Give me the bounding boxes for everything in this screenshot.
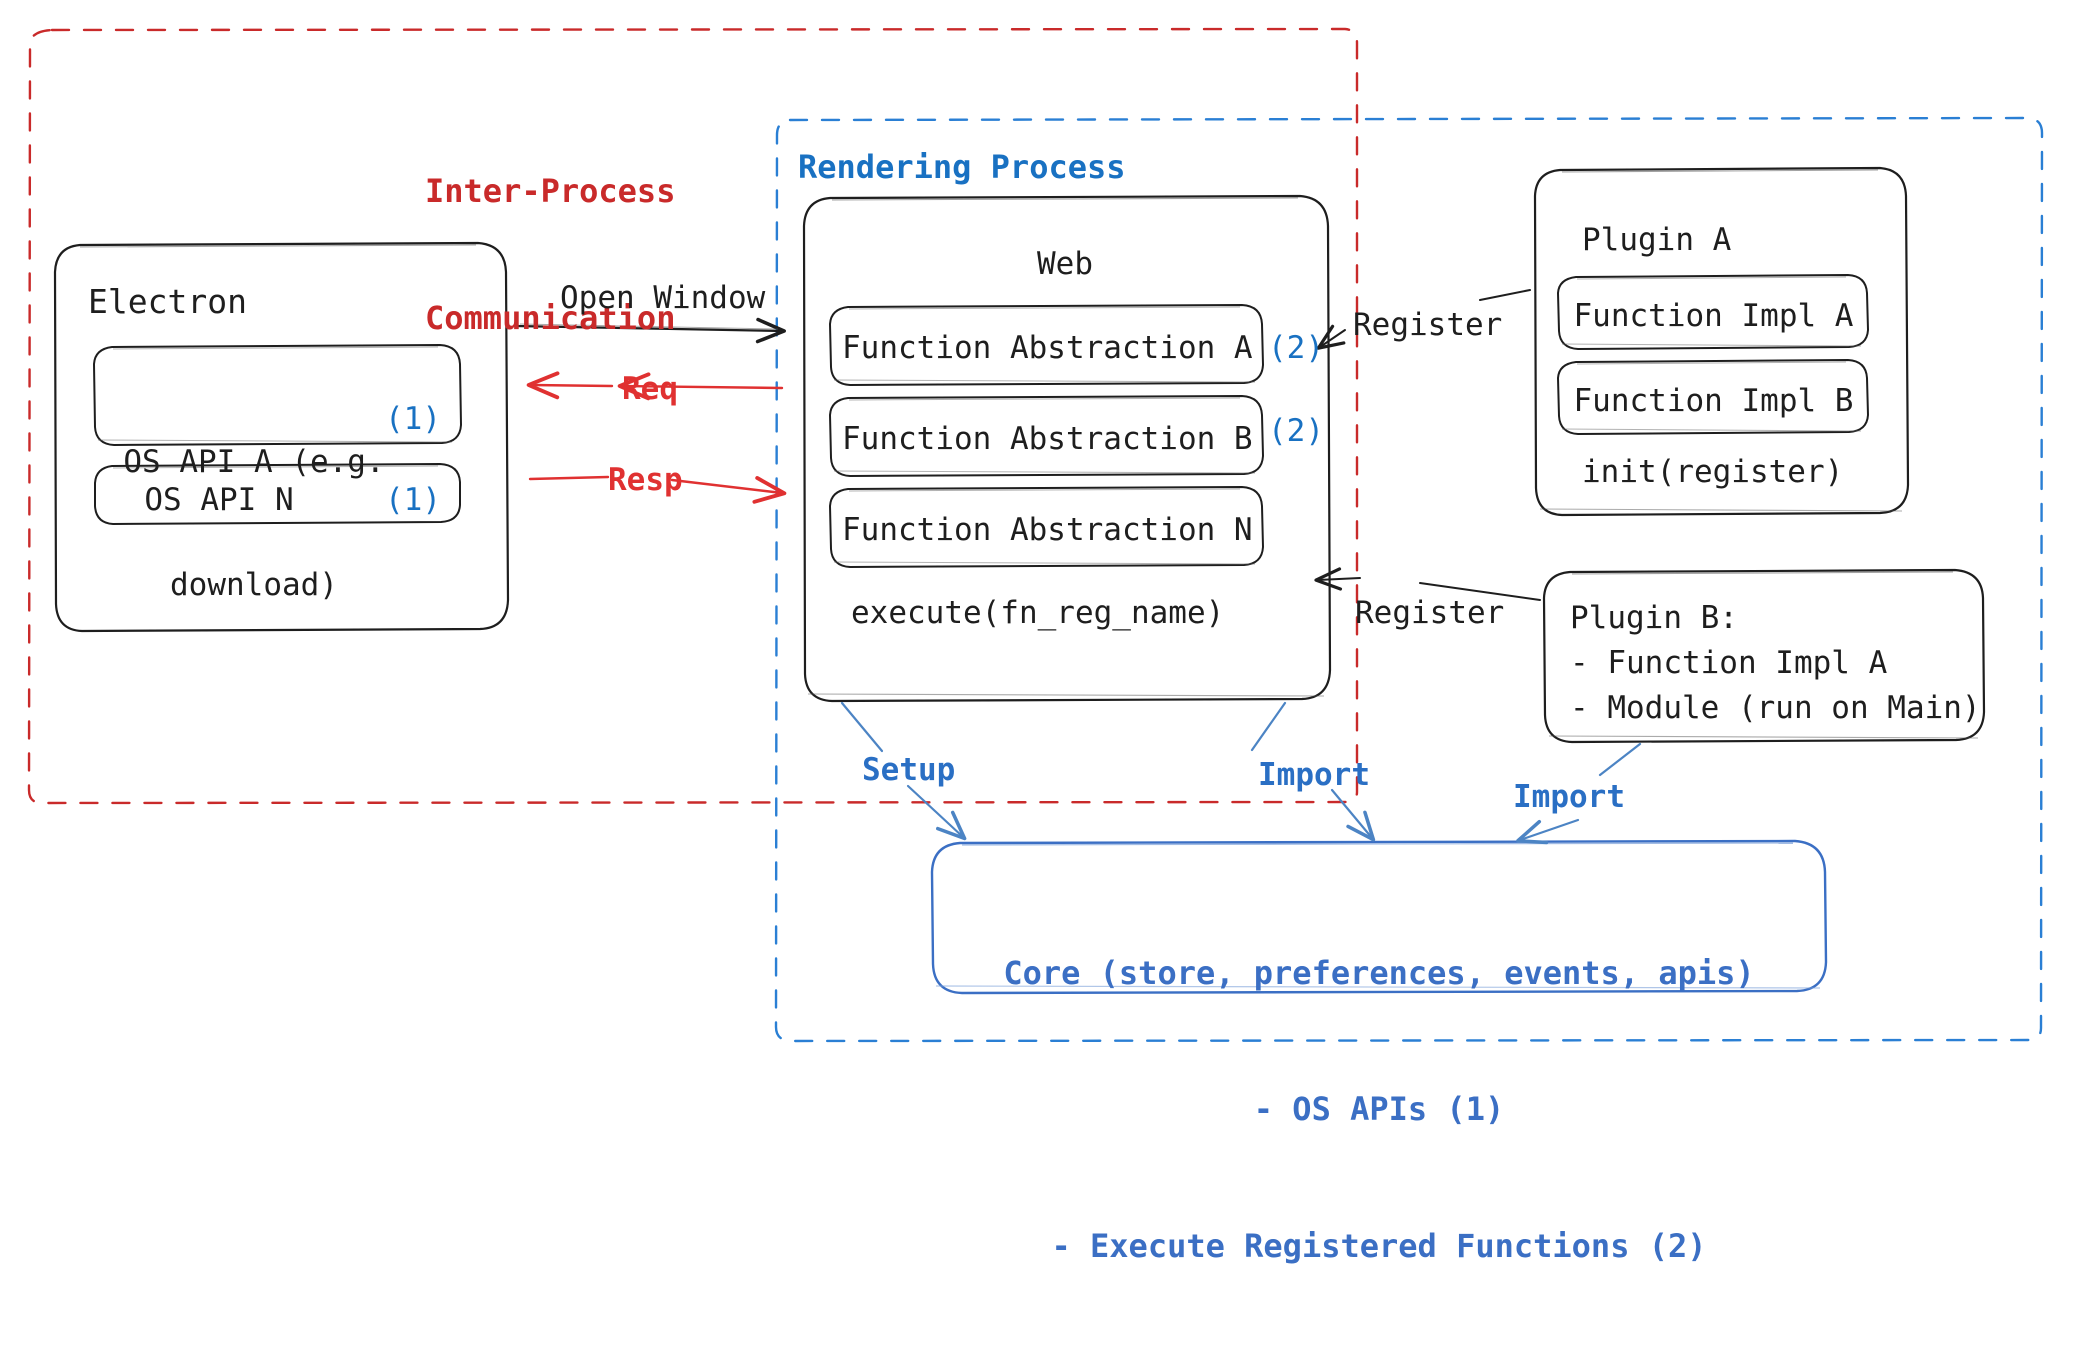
function-abstraction-b-box: [829, 395, 1264, 477]
os-api-n-badge: (1): [385, 482, 441, 518]
core-content: Core (store, preferences, events, apis) …: [936, 860, 1822, 1360]
function-abstraction-b-label: Function Abstraction B: [842, 421, 1253, 457]
function-abstraction-n-label: Function Abstraction N: [842, 512, 1253, 548]
function-abstraction-a-badge: (2): [1268, 330, 1324, 366]
ipc-label-line-2: Communication: [425, 299, 676, 338]
function-abstraction-a-label: Function Abstraction A: [842, 330, 1253, 366]
os-api-a-label: OS API A (e.g. download): [104, 360, 404, 687]
electron-title: Electron: [88, 282, 247, 321]
function-impl-a-label: Function Impl A: [1573, 298, 1854, 334]
os-api-a-line-2: download): [170, 566, 338, 603]
edge-label-register-b: Register: [1355, 595, 1505, 631]
edge-label-resp: Resp: [608, 462, 683, 498]
edge-resp: [528, 475, 787, 504]
diagram-vector-layer: [27, 27, 2044, 1043]
edge-label-open-window: Open Window: [560, 280, 766, 316]
plugin-a-init-label: init(register): [1582, 454, 1844, 490]
os-api-n-box: [94, 463, 461, 525]
function-abstraction-b-badge: (2): [1268, 413, 1324, 449]
core-box: [930, 839, 1828, 995]
edge-label-import-web: Import: [1258, 757, 1370, 793]
plugin-b-title: Plugin B:: [1570, 600, 1738, 636]
edge-setup: [840, 701, 967, 841]
function-abstraction-a-box: [829, 304, 1264, 386]
edge-label-register-a: Register: [1353, 307, 1503, 343]
core-line-1: Core (store, preferences, events, apis): [1003, 953, 1755, 992]
os-api-n-label: OS API N: [144, 482, 294, 518]
plugin-a-title: Plugin A: [1582, 222, 1732, 258]
os-api-a-line-1: OS API A (e.g.: [123, 443, 385, 480]
edge-import-plugin: [1516, 742, 1642, 845]
function-impl-a-box: [1557, 274, 1869, 350]
edge-import-web: [1250, 701, 1376, 842]
web-execute-label: execute(fn_reg_name): [851, 595, 1225, 631]
ipc-group-label: Inter-Process Communication: [425, 86, 675, 424]
core-line-2: - OS APIs (1): [1253, 1090, 1505, 1129]
edge-label-import-plugin: Import: [1513, 779, 1625, 815]
core-line-3: - Execute Registered Functions (2): [1051, 1226, 1707, 1265]
ipc-group-frame: [27, 27, 1359, 805]
edge-label-setup: Setup: [862, 752, 956, 788]
edge-register-a: [1316, 289, 1531, 350]
ipc-label-line-1: Inter-Process: [425, 172, 676, 211]
rendering-group-frame: [774, 116, 2044, 1043]
function-abstraction-n-box: [829, 486, 1264, 568]
web-title: Web: [1037, 246, 1093, 282]
edge-register-b: [1314, 567, 1541, 601]
os-api-a-box: [93, 344, 462, 446]
function-impl-b-box: [1557, 359, 1869, 435]
function-impl-b-label: Function Impl B: [1573, 383, 1854, 419]
plugin-b-box: [1542, 568, 1986, 744]
rendering-group-label: Rendering Process: [798, 148, 1126, 186]
architecture-diagram: Inter-Process Communication Rendering Pr…: [27, 27, 2044, 1265]
os-api-a-badge: (1): [385, 401, 441, 437]
plugin-b-line-2: - Module (run on Main): [1570, 690, 1981, 726]
edge-req: [526, 371, 784, 401]
plugin-b-line-1: - Function Impl A: [1570, 645, 1888, 681]
edge-label-req: Req: [622, 371, 678, 407]
edge-open-window: [513, 317, 786, 344]
